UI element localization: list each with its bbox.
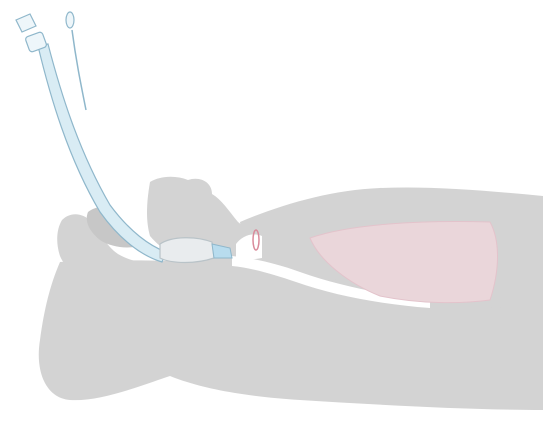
connector-cap-icon	[16, 14, 36, 32]
tube-cuff	[160, 238, 214, 263]
pilot-line	[72, 30, 86, 110]
pilot-balloon	[66, 12, 74, 28]
